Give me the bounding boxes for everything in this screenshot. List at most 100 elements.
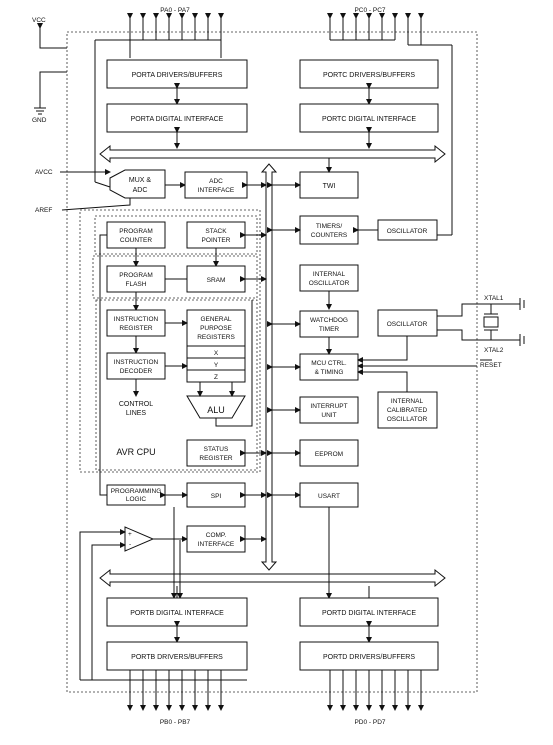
reset-label: RESET bbox=[480, 362, 502, 369]
timers-counters-label-line1: TIMERS/ bbox=[316, 223, 343, 230]
usart-label: USART bbox=[318, 493, 340, 500]
register-y-label: Y bbox=[214, 362, 219, 369]
porta-drivers-label: PORTA DRIVERS/BUFFERS bbox=[132, 72, 223, 79]
adc-interface-label-line1: ADC bbox=[209, 178, 223, 185]
portb-digital-label: PORTB DIGITAL INTERFACE bbox=[130, 610, 224, 617]
eeprom-label: EEPROM bbox=[315, 451, 343, 458]
internal-oscillator-block bbox=[299, 264, 359, 292]
programming-logic-label-line2: LOGIC bbox=[126, 496, 147, 503]
programming-logic-label-line1: PROGRAMMING bbox=[111, 488, 162, 495]
control-lines-label-line2: LINES bbox=[126, 410, 147, 417]
comparator-minus: - bbox=[129, 541, 131, 548]
spi-label: SPI bbox=[211, 493, 222, 500]
interrupt-unit-label-line2: UNIT bbox=[321, 412, 336, 419]
vcc-line bbox=[37, 23, 67, 49]
chip-outline bbox=[66, 31, 478, 693]
portc-drivers-label: PORTC DRIVERS/BUFFERS bbox=[323, 72, 415, 79]
portd-digital-block bbox=[299, 597, 439, 627]
portb-drivers-block bbox=[106, 641, 248, 671]
port-c-pin-arrows bbox=[327, 13, 453, 236]
stack-pointer-label-line1: STACK bbox=[205, 228, 227, 235]
program-flash-block bbox=[106, 265, 166, 293]
int-cal-osc-label-line1: INTERNAL bbox=[391, 398, 424, 405]
mcu-ctrl-label-line2: & TIMING bbox=[315, 369, 344, 376]
watchdog-timer-label-line2: TIMER bbox=[319, 326, 340, 333]
comp-interface-label-line1: COMP. bbox=[206, 532, 227, 539]
watchdog-timer-label-line1: WATCHDOG bbox=[310, 317, 348, 324]
status-register-block bbox=[186, 439, 246, 467]
cpu-core-group bbox=[95, 299, 258, 471]
instruction-register-label-line2: REGISTER bbox=[119, 325, 153, 332]
instruction-register-block bbox=[106, 309, 166, 337]
status-register-label-line1: STATUS bbox=[204, 446, 229, 453]
analog-comparator bbox=[124, 526, 155, 552]
mcu-ctrl-label-line1: MCU CTRL. bbox=[311, 360, 347, 367]
xtal1-label: XTAL1 bbox=[484, 295, 504, 302]
vcc-label: VCC bbox=[32, 17, 46, 24]
porta-digital-label: PORTA DIGITAL INTERFACE bbox=[131, 116, 224, 123]
crystal-symbol bbox=[437, 298, 525, 346]
internal-oscillator-label-line1: INTERNAL bbox=[313, 271, 346, 278]
comparator-plus: + bbox=[128, 531, 132, 538]
port-d-pins-label: PD0 - PD7 bbox=[354, 719, 385, 726]
internal-oscillator-label-line2: OSCILLATOR bbox=[309, 280, 350, 287]
portc-digital-label: PORTC DIGITAL INTERFACE bbox=[322, 116, 416, 123]
program-counter-label-line1: PROGRAM bbox=[119, 228, 153, 235]
twi-label: TWI bbox=[323, 183, 336, 190]
register-z-label: Z bbox=[214, 374, 218, 381]
portd-drivers-block bbox=[299, 641, 439, 671]
gp-registers-label-line1: GENERAL bbox=[200, 316, 231, 323]
mcu-ctrl-block bbox=[299, 353, 359, 381]
stack-pointer-block bbox=[186, 221, 246, 249]
timers-counters-block bbox=[299, 215, 359, 245]
gnd-label: GND bbox=[32, 117, 47, 124]
avr-cpu-label: AVR CPU bbox=[116, 447, 155, 457]
program-flash-label-line1: PROGRAM bbox=[119, 272, 153, 279]
register-z bbox=[186, 369, 246, 383]
xtal2-label: XTAL2 bbox=[484, 347, 504, 354]
program-counter-block bbox=[106, 221, 166, 249]
interrupt-unit-label-line1: INTERRUPT bbox=[310, 403, 347, 410]
gnd-line bbox=[39, 71, 67, 108]
port-d-pin-arrows bbox=[327, 670, 424, 711]
gp-registers-label-line3: REGISTERS bbox=[197, 334, 235, 341]
mux-adc-block bbox=[109, 169, 166, 199]
portd-drivers-label: PORTD DRIVERS/BUFFERS bbox=[323, 654, 415, 661]
instruction-decoder-label-line1: INSTRUCTION bbox=[114, 359, 159, 366]
internal-calibrated-oscillator-block bbox=[377, 391, 438, 429]
port-c-pins-label: PC0 - PC7 bbox=[354, 7, 385, 14]
program-counter-label-line2: COUNTER bbox=[120, 237, 152, 244]
adc-interface-label-line2: INTERFACE bbox=[198, 187, 235, 194]
program-flash-label-line2: FLASH bbox=[126, 281, 147, 288]
port-a-pin-arrows bbox=[95, 13, 224, 58]
avr-cpu-frame bbox=[79, 209, 261, 473]
control-lines-label-line1: CONTROL bbox=[119, 401, 153, 408]
instruction-decoder-block bbox=[106, 352, 166, 380]
watchdog-timer-block bbox=[299, 310, 359, 338]
alu-label: ALU bbox=[207, 405, 225, 415]
gp-registers-label-line2: PURPOSE bbox=[200, 325, 232, 332]
comp-interface-label-line2: INTERFACE bbox=[198, 541, 235, 548]
port-b-pin-arrows bbox=[80, 670, 247, 711]
oscillator-top-label: OSCILLATOR bbox=[387, 228, 428, 235]
instruction-register-label-line1: INSTRUCTION bbox=[114, 316, 159, 323]
aref-label: AREF bbox=[35, 207, 52, 214]
portb-drivers-label: PORTB DRIVERS/BUFFERS bbox=[131, 654, 223, 661]
stack-pointer-label-line2: POINTER bbox=[202, 237, 231, 244]
top-data-bus bbox=[99, 144, 446, 164]
instruction-decoder-label-line2: DECODER bbox=[120, 368, 153, 375]
int-cal-osc-label-line3: OSCILLATOR bbox=[387, 416, 428, 423]
bottom-data-bus bbox=[99, 568, 446, 588]
comp-interface-block bbox=[186, 525, 246, 553]
alu-block bbox=[186, 395, 246, 419]
port-a-pins-label: PA0 - PA7 bbox=[160, 7, 190, 14]
eeprom-block bbox=[299, 439, 359, 467]
mux-adc-label-line2: ADC bbox=[133, 187, 148, 194]
int-cal-osc-label-line2: CALIBRATED bbox=[387, 407, 428, 414]
oscillator-right-label: OSCILLATOR bbox=[387, 321, 428, 328]
port-b-pins-label: PB0 - PB7 bbox=[160, 719, 191, 726]
timers-counters-label-line2: COUNTERS bbox=[311, 232, 348, 239]
sram-block bbox=[186, 265, 246, 293]
register-x-label: X bbox=[214, 350, 219, 357]
